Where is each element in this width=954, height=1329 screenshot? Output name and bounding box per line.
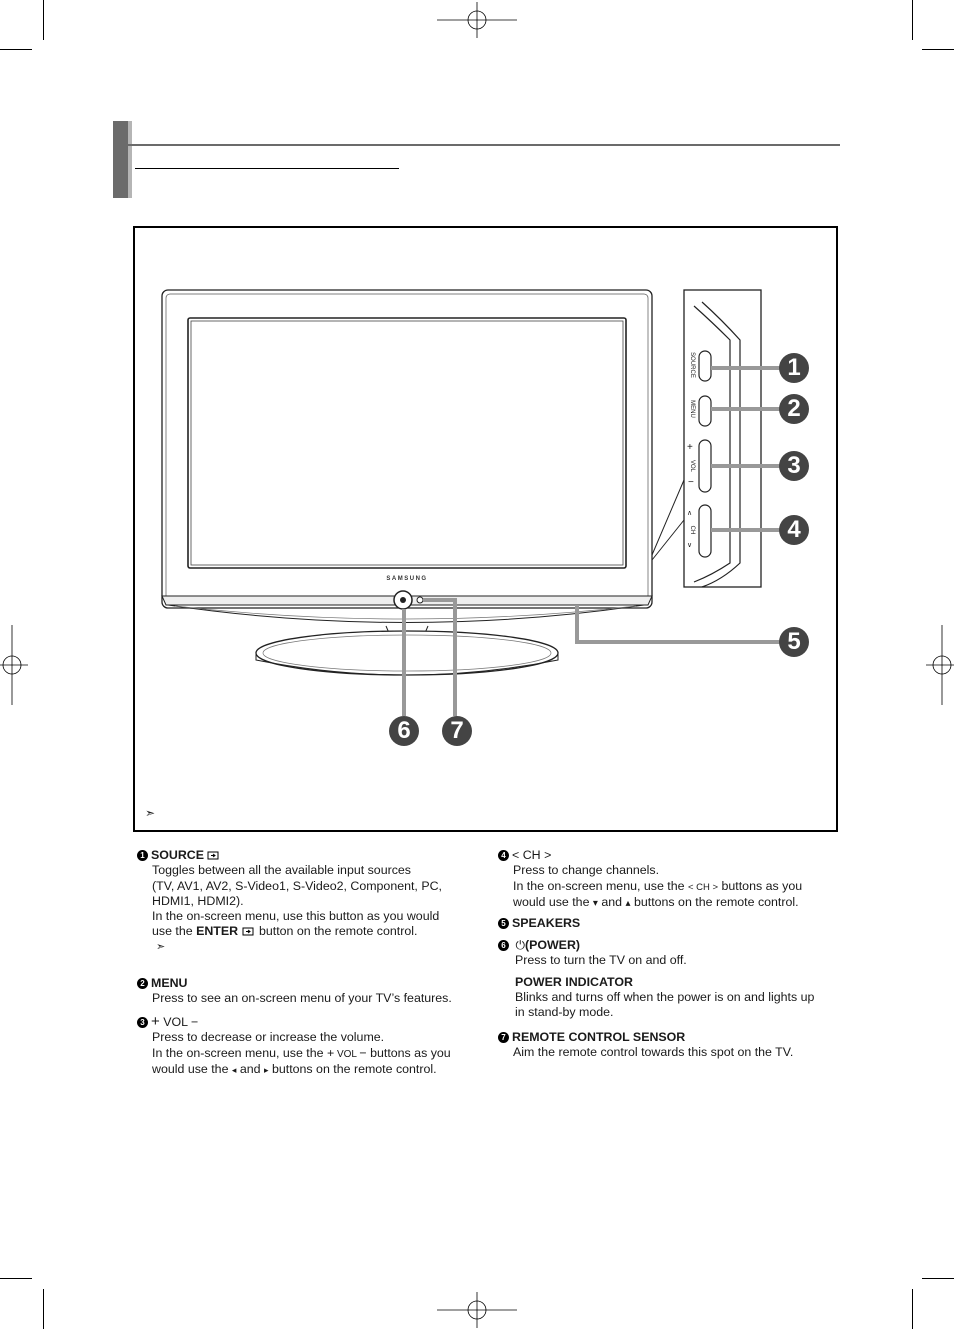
enter-word: ENTER (196, 924, 239, 939)
side-label-vol-minus: − (688, 477, 694, 488)
item-number: 2 (137, 978, 148, 989)
note-marker: ➣ (145, 806, 156, 820)
chevron-left-icon: < (512, 848, 520, 862)
item-number: 1 (137, 850, 148, 861)
item-title: MENU (151, 976, 188, 990)
item-text: would use the (152, 1061, 232, 1076)
item-text: button on the remote control. (255, 924, 418, 939)
header-accent-bar (113, 121, 128, 198)
item-text: buttons as you (718, 878, 803, 893)
side-label-ch: CH (689, 525, 695, 535)
left-arrow-icon: ◂ (231, 1064, 237, 1075)
note-marker: ➣ (156, 940, 166, 953)
item-number: 7 (498, 1032, 509, 1043)
callout-5: 5 (779, 627, 809, 657)
tv-illustration (161, 289, 780, 716)
header-accent-bar-light (128, 121, 132, 198)
side-label-vol-plus: + (687, 442, 693, 453)
source-icon (207, 851, 219, 860)
item-text: In the on-screen menu, use the (513, 878, 688, 893)
plus-icon: + (151, 1013, 160, 1030)
minus-icon: − (359, 1045, 367, 1060)
tv-brand-logo: SAMSUNG (386, 576, 428, 582)
item-text: Press to change channels. (513, 863, 660, 878)
crop-mark (922, 1278, 954, 1279)
item-text: and (597, 894, 626, 909)
side-label-menu: MENU (689, 400, 695, 418)
chevron-right-icon: > (544, 848, 552, 862)
callout-4: 4 (779, 515, 809, 545)
item-text: buttons on the remote control. (268, 1061, 437, 1076)
registration-mark-right (926, 625, 954, 705)
callout-7: 7 (442, 716, 472, 746)
registration-mark-bottom (437, 1292, 517, 1328)
crop-mark (0, 1278, 32, 1279)
header-rule (128, 144, 840, 146)
figure-frame (133, 226, 838, 832)
ch-buttons-label: < CH > (687, 881, 719, 893)
crop-mark (912, 0, 913, 40)
item-text: In the on-screen menu, use this button a… (152, 909, 440, 924)
plus-icon: + (326, 1045, 335, 1060)
crop-mark (43, 0, 44, 40)
item-text: buttons as you (366, 1045, 451, 1060)
callout-2: 2 (779, 394, 809, 424)
side-label-ch-up: ∧ (687, 510, 693, 517)
item-title: REMOTE CONTROL SENSOR (512, 1030, 686, 1044)
item-title: SPEAKERS (512, 916, 581, 930)
power-icon: ⏻ (515, 938, 525, 952)
header-subrule (135, 168, 399, 169)
item-title: VOL (163, 1015, 188, 1029)
item-text: (TV, AV1, AV2, S-Video1, S-Video2, Compo… (152, 878, 442, 893)
callout-6: 6 (389, 716, 419, 746)
registration-mark-top (437, 2, 517, 38)
down-arrow-icon: ▾ (592, 897, 598, 909)
item-text: Press to turn the TV on and off. (515, 953, 687, 968)
desc-power: 6 ⏻(POWER) Press to turn the TV on and o… (498, 938, 843, 1020)
item-text: in stand-by mode. (515, 1005, 614, 1020)
item-number: 4 (498, 850, 509, 861)
item-number: 5 (498, 918, 509, 929)
item-text: Blinks and turns off when the power is o… (515, 989, 815, 1004)
desc-vol: 3+ VOL − Press to decrease or increase t… (137, 1014, 482, 1078)
item-number: 6 (498, 940, 509, 951)
registration-mark-left (0, 625, 28, 705)
item-title: (POWER) (524, 938, 581, 952)
item-text: use the (152, 924, 197, 939)
item-text: would use the (513, 894, 593, 909)
item-text: buttons on the remote control. (630, 894, 799, 909)
crop-mark (0, 49, 32, 50)
item-text: Press to see an on-screen menu of your T… (152, 991, 452, 1006)
item-text: HDMI1, HDMI2). (152, 893, 244, 908)
item-title: SOURCE (151, 848, 205, 862)
crop-mark (922, 49, 954, 50)
item-text: Aim the remote control towards this spot… (513, 1045, 794, 1060)
minus-icon: − (191, 1015, 199, 1029)
item-text: and (236, 1061, 264, 1076)
crop-mark (912, 1289, 913, 1329)
item-text: Press to decrease or increase the volume… (152, 1030, 385, 1045)
vol-label: VOL (334, 1048, 360, 1060)
callout-1: 1 (779, 353, 809, 383)
side-label-ch-down: ∨ (687, 542, 693, 549)
crop-mark (43, 1289, 44, 1329)
item-text: In the on-screen menu, use the (152, 1045, 327, 1060)
item-title: CH (522, 848, 541, 862)
item-subtitle: POWER INDICATOR (515, 974, 633, 989)
up-arrow-icon: ▴ (625, 897, 631, 909)
desc-ch: 4< CH > Press to change channels. In the… (498, 848, 843, 911)
callout-3: 3 (779, 451, 809, 481)
enter-icon (242, 927, 254, 936)
right-arrow-icon: ▸ (264, 1064, 269, 1075)
item-text: Toggles between all the available input … (152, 863, 411, 878)
item-number: 3 (137, 1017, 148, 1028)
